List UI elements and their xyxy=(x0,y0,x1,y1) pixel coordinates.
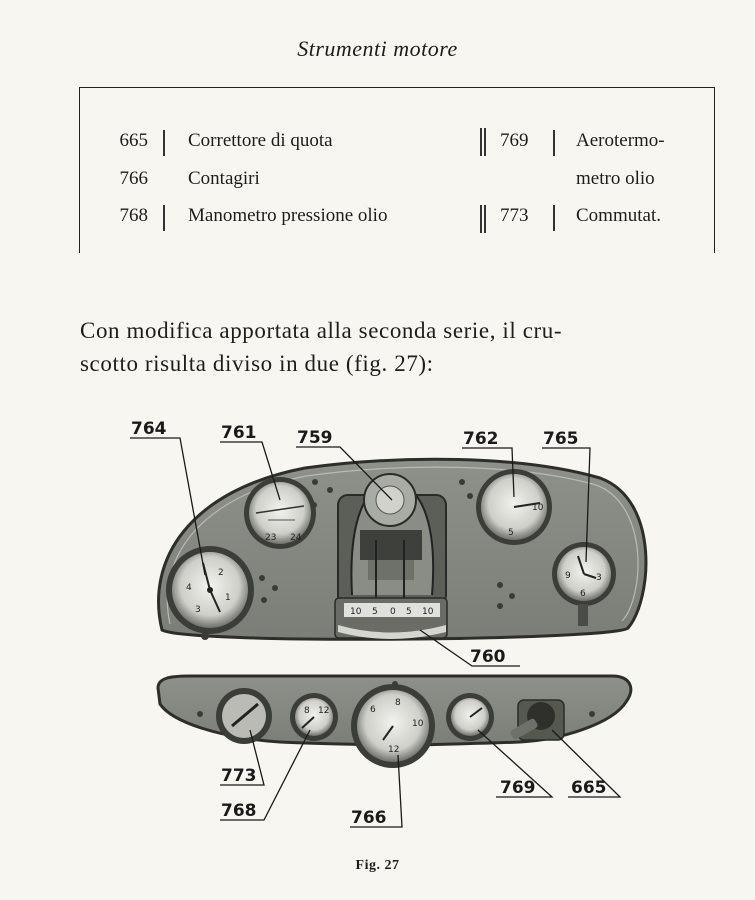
callout-769: 769 xyxy=(500,778,536,798)
legend-label-769-cont: metro olio xyxy=(576,168,655,189)
svg-text:4: 4 xyxy=(186,583,192,593)
svg-text:8: 8 xyxy=(304,706,310,716)
callout-765: 765 xyxy=(543,429,579,449)
clock-765-icon: 9 36 xyxy=(552,542,616,626)
callout-665: 665 xyxy=(571,778,607,798)
legend-divider xyxy=(553,130,555,156)
gauge-762-icon: 10 5 xyxy=(476,469,552,545)
svg-text:5: 5 xyxy=(508,528,514,538)
svg-text:10: 10 xyxy=(350,607,362,617)
lower-panel-screws xyxy=(197,681,595,717)
paragraph-line-1: Con modifica apportata alla seconda seri… xyxy=(80,318,563,343)
legend-divider xyxy=(163,130,165,156)
svg-text:10: 10 xyxy=(532,503,544,513)
legend-label-769: Aerotermo- xyxy=(576,130,665,151)
svg-text:3: 3 xyxy=(596,573,602,583)
legend-divider xyxy=(553,205,555,231)
legend-num-769: 769 xyxy=(500,130,529,151)
svg-text:5: 5 xyxy=(406,607,412,617)
svg-text:6: 6 xyxy=(370,705,376,715)
legend-center-divider xyxy=(484,205,486,233)
svg-text:1: 1 xyxy=(225,593,231,603)
legend-center-divider xyxy=(484,128,486,156)
legend-center-divider xyxy=(480,205,482,233)
callout-766: 766 xyxy=(351,808,387,828)
legend-divider xyxy=(163,205,165,231)
central-assembly-759-icon xyxy=(337,473,447,606)
callout-760: 760 xyxy=(470,647,506,667)
figure-caption: Fig. 27 xyxy=(355,858,400,873)
gauge-766-icon: 6 8 10 12 xyxy=(351,684,435,768)
svg-text:24: 24 xyxy=(290,533,302,543)
legend-num-773: 773 xyxy=(500,205,529,226)
svg-text:6: 6 xyxy=(580,589,586,599)
legend-num-665: 665 xyxy=(119,130,149,151)
callout-762: 762 xyxy=(463,429,499,449)
svg-text:12: 12 xyxy=(388,745,399,755)
legend-center-divider xyxy=(480,128,482,156)
callout-759: 759 xyxy=(297,428,333,448)
legend-label-773: Commutat. xyxy=(576,205,661,226)
svg-text:9: 9 xyxy=(565,571,571,581)
svg-text:12: 12 xyxy=(318,706,329,716)
legend-num-766: 766 xyxy=(119,168,149,189)
gauge-761-icon: 23 24 xyxy=(244,477,316,549)
gauge-769-icon xyxy=(446,693,494,741)
gauge-768-icon: 8 12 xyxy=(290,693,338,741)
legend-label-768: Manometro pressione olio xyxy=(188,205,388,226)
legend-num-768: 768 xyxy=(119,205,149,226)
section-title: Strumenti motore xyxy=(297,36,458,61)
callout-773: 773 xyxy=(221,766,257,786)
svg-text:10: 10 xyxy=(412,719,424,729)
svg-text:2: 2 xyxy=(218,568,224,578)
callout-764: 764 xyxy=(131,419,167,439)
svg-text:8: 8 xyxy=(395,698,401,708)
paragraph-line-2: scotto risulta diviso in due (fig. 27): xyxy=(80,351,434,376)
svg-text:0: 0 xyxy=(390,607,396,617)
svg-text:10: 10 xyxy=(422,607,434,617)
svg-text:23: 23 xyxy=(265,533,276,543)
legend-table-frame xyxy=(79,87,715,253)
legend-label-665: Correttore di quota xyxy=(188,130,333,151)
svg-text:5: 5 xyxy=(372,607,378,617)
panel-screws xyxy=(201,479,515,640)
svg-text:3: 3 xyxy=(195,605,201,615)
callout-768: 768 xyxy=(221,801,257,821)
callout-761: 761 xyxy=(221,423,257,443)
switch-773-icon xyxy=(216,688,272,744)
callout-leaders xyxy=(130,437,622,828)
gauge-764-icon: 4 3 2 1 xyxy=(166,546,254,634)
legend-label-766: Contagiri xyxy=(188,168,260,189)
